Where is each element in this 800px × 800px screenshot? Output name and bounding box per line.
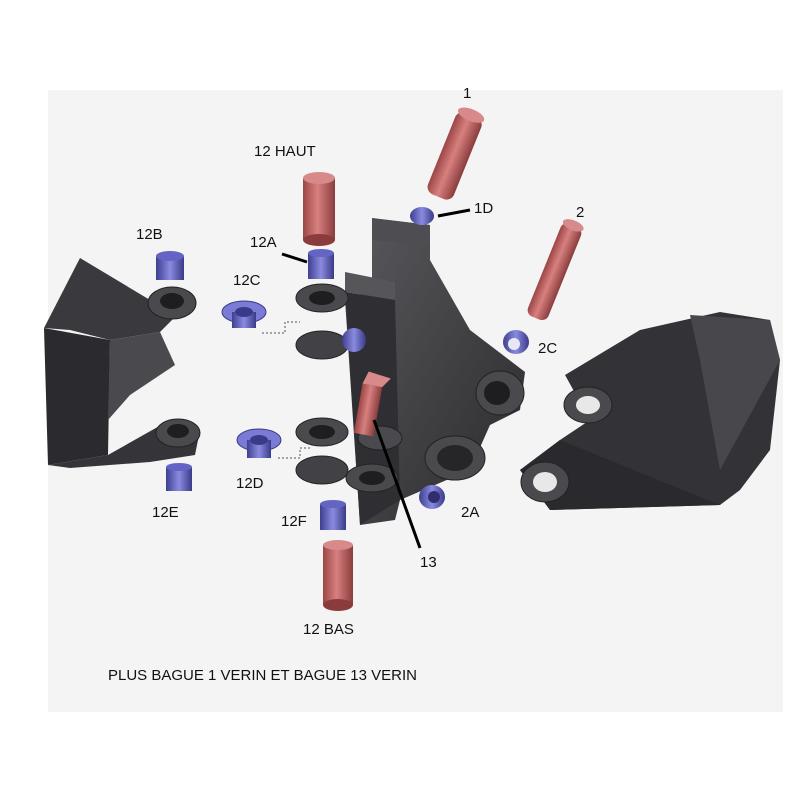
label-2c: 2C: [538, 340, 558, 357]
label-12e: 12E: [152, 504, 179, 521]
pin-12-haut: [303, 172, 335, 246]
leader-lines: [281, 208, 471, 549]
bushing-2a: [419, 485, 445, 509]
label-13: 13: [420, 554, 437, 571]
label-12f: 12F: [281, 513, 307, 530]
bushing-12b: [156, 251, 184, 280]
bushing-12e: [166, 463, 192, 491]
right-bracket: [520, 312, 780, 510]
bushing-12f: [320, 500, 346, 530]
pin-2: [527, 219, 584, 321]
label-12-bas: 12 BAS: [303, 621, 354, 638]
bushing-2c: [503, 330, 529, 354]
label-12-haut: 12 HAUT: [254, 143, 316, 160]
label-12a: 12A: [250, 234, 277, 251]
left-bracket: [44, 258, 201, 468]
bushing-center: [342, 328, 366, 352]
bushing-1d: [410, 207, 434, 225]
label-1: 1: [463, 85, 472, 102]
dashed-guides: [262, 321, 310, 459]
label-1d: 1D: [474, 200, 494, 217]
bushing-12d: [236, 428, 282, 458]
footnote: PLUS BAGUE 1 VERIN ET BAGUE 13 VERIN: [108, 667, 417, 684]
pin-12-bas: [323, 540, 353, 611]
label-12d: 12D: [236, 475, 264, 492]
label-12c: 12C: [233, 272, 261, 289]
label-2a: 2A: [461, 504, 480, 521]
pin-1: [427, 107, 485, 200]
label-12b: 12B: [136, 226, 163, 243]
label-2: 2: [576, 204, 585, 221]
bushing-12c: [221, 300, 267, 328]
bushing-12a: [308, 249, 334, 279]
